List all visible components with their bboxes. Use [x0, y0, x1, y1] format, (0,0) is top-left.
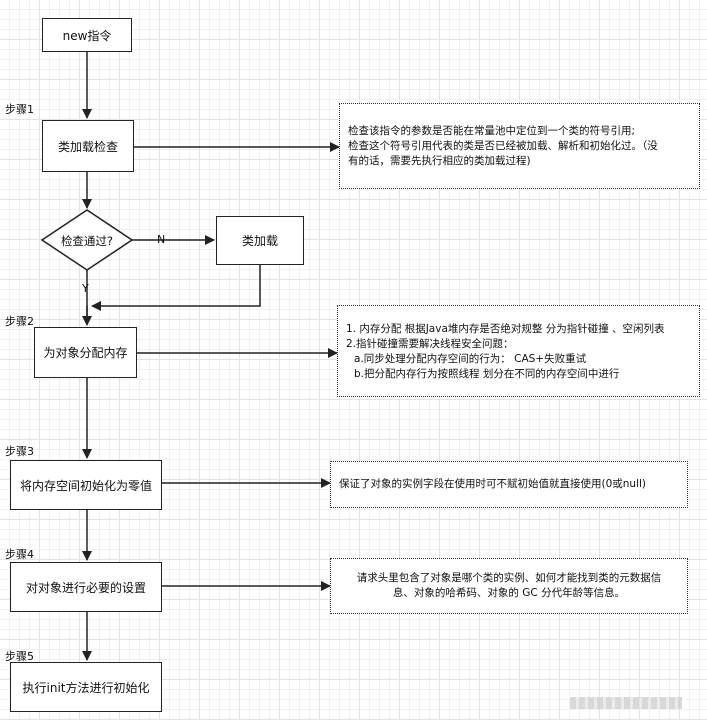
note-step2: 1. 内存分配 根据Java堆内存是否绝对规整 分为指针碰撞 、空闲列表 2.指…: [337, 305, 700, 397]
step-label-5: 步骤5: [5, 650, 34, 663]
step-label-1: 步骤1: [5, 103, 34, 116]
note-step4-line: 息、对象的哈希码、对象的 GC 分代年龄等信息。: [392, 587, 626, 599]
arrow-classload-return: [91, 265, 261, 311]
class-load-node: 类加载: [216, 216, 304, 265]
note-step2-line: b.把分配内存行为按照线程 划分在不同的内存空间中进行: [354, 368, 620, 380]
init-method-label: 执行init方法进行初始化: [22, 680, 150, 695]
note-step3: 保证了对象的实例字段在使用时可不赋初始值就直接使用(0或null): [330, 461, 688, 508]
class-load-check-label: 类加载检查: [57, 139, 118, 154]
step-label-4: 步骤4: [5, 548, 34, 561]
step-label-3: 步骤3: [5, 445, 34, 458]
zero-init-node: 将内存空间初始化为零值: [10, 460, 162, 510]
start-node-label: new指令: [62, 28, 112, 43]
watermark: [570, 697, 682, 709]
note-step4: 请求头里包含了对象是哪个类的实例、如何才能找到类的元数据信 息、对象的哈希码、对…: [330, 558, 688, 614]
zero-init-label: 将内存空间初始化为零值: [19, 478, 152, 493]
note-step3-line: 保证了对象的实例字段在使用时可不赋初始值就直接使用(0或null): [339, 478, 647, 490]
decision-diamond: [40, 209, 134, 271]
note-step2-line: a.同步处理分配内存空间的行为： CAS+失败重试: [354, 353, 587, 365]
decision-label: 检查通过?: [60, 234, 114, 248]
start-node: new指令: [42, 18, 132, 52]
note-step2-line: 2.指针碰撞需要解决线程安全问题：: [346, 338, 514, 350]
note-step2-line: 1. 内存分配 根据Java堆内存是否绝对规整 分为指针碰撞 、空闲列表: [346, 323, 665, 335]
step-label-2: 步骤2: [5, 315, 34, 328]
set-header-node: 对对象进行必要的设置: [10, 562, 162, 612]
class-load-check-node: 类加载检查: [42, 120, 134, 172]
edge-label-yes: Y: [82, 282, 89, 295]
init-method-node: 执行init方法进行初始化: [10, 662, 162, 712]
note-step1-line: 检查该指令的参数是否能在常量池中定位到一个类的符号引用;: [348, 125, 636, 137]
note-step1-line: 有的话，需要先执行相应的类加载过程): [348, 155, 531, 167]
edge-label-no: N: [157, 233, 166, 246]
note-step1: 检查该指令的参数是否能在常量池中定位到一个类的符号引用; 检查这个符号引用代表的…: [339, 103, 700, 189]
note-step4-line: 请求头里包含了对象是哪个类的实例、如何才能找到类的元数据信: [356, 572, 662, 584]
note-step1-line: 检查这个符号引用代表的类是否已经被加载、解析和初始化过。（没: [348, 140, 658, 152]
set-header-label: 对对象进行必要的设置: [25, 580, 146, 595]
class-load-label: 类加载: [241, 234, 278, 248]
allocate-memory-node: 为对象分配内存: [34, 327, 137, 378]
allocate-memory-label: 为对象分配内存: [43, 346, 128, 360]
